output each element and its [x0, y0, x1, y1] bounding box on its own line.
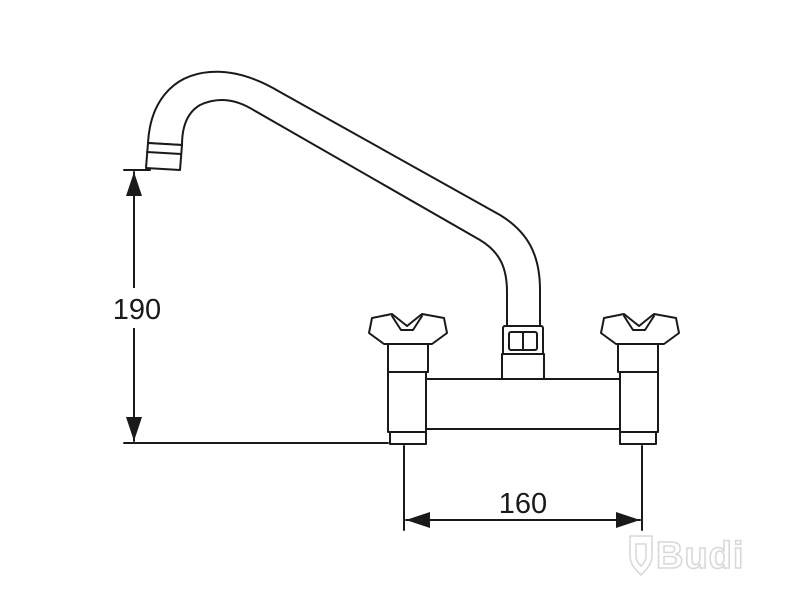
left-valve-stem — [387, 341, 429, 373]
height-arrow-top — [126, 172, 142, 196]
width-arrow-left — [406, 512, 430, 528]
right-valve-stem — [617, 341, 659, 373]
spout-nut — [501, 325, 545, 380]
left-valve — [368, 313, 448, 445]
right-valve-foot — [619, 431, 657, 445]
width-arrow-right — [616, 512, 640, 528]
watermark-logo-icon — [629, 535, 653, 577]
height-arrow-bottom — [126, 417, 142, 441]
spout-tube — [147, 70, 541, 329]
right-valve-housing — [619, 369, 659, 433]
width-dimension-label: 160 — [499, 488, 547, 520]
faucet-spout — [145, 70, 541, 329]
left-valve-foot — [389, 431, 427, 445]
watermark-text: Budi — [656, 535, 744, 577]
height-dimension-label: 190 — [113, 294, 161, 326]
right-valve — [600, 313, 680, 445]
watermark: Budi — [629, 534, 744, 578]
height-dimension: 190 — [104, 169, 389, 444]
faucet-body — [403, 378, 641, 430]
left-valve-housing — [387, 369, 427, 433]
spout-aerator — [145, 142, 183, 171]
width-dimension: 160 — [403, 445, 643, 531]
aerator-ring — [146, 151, 182, 155]
